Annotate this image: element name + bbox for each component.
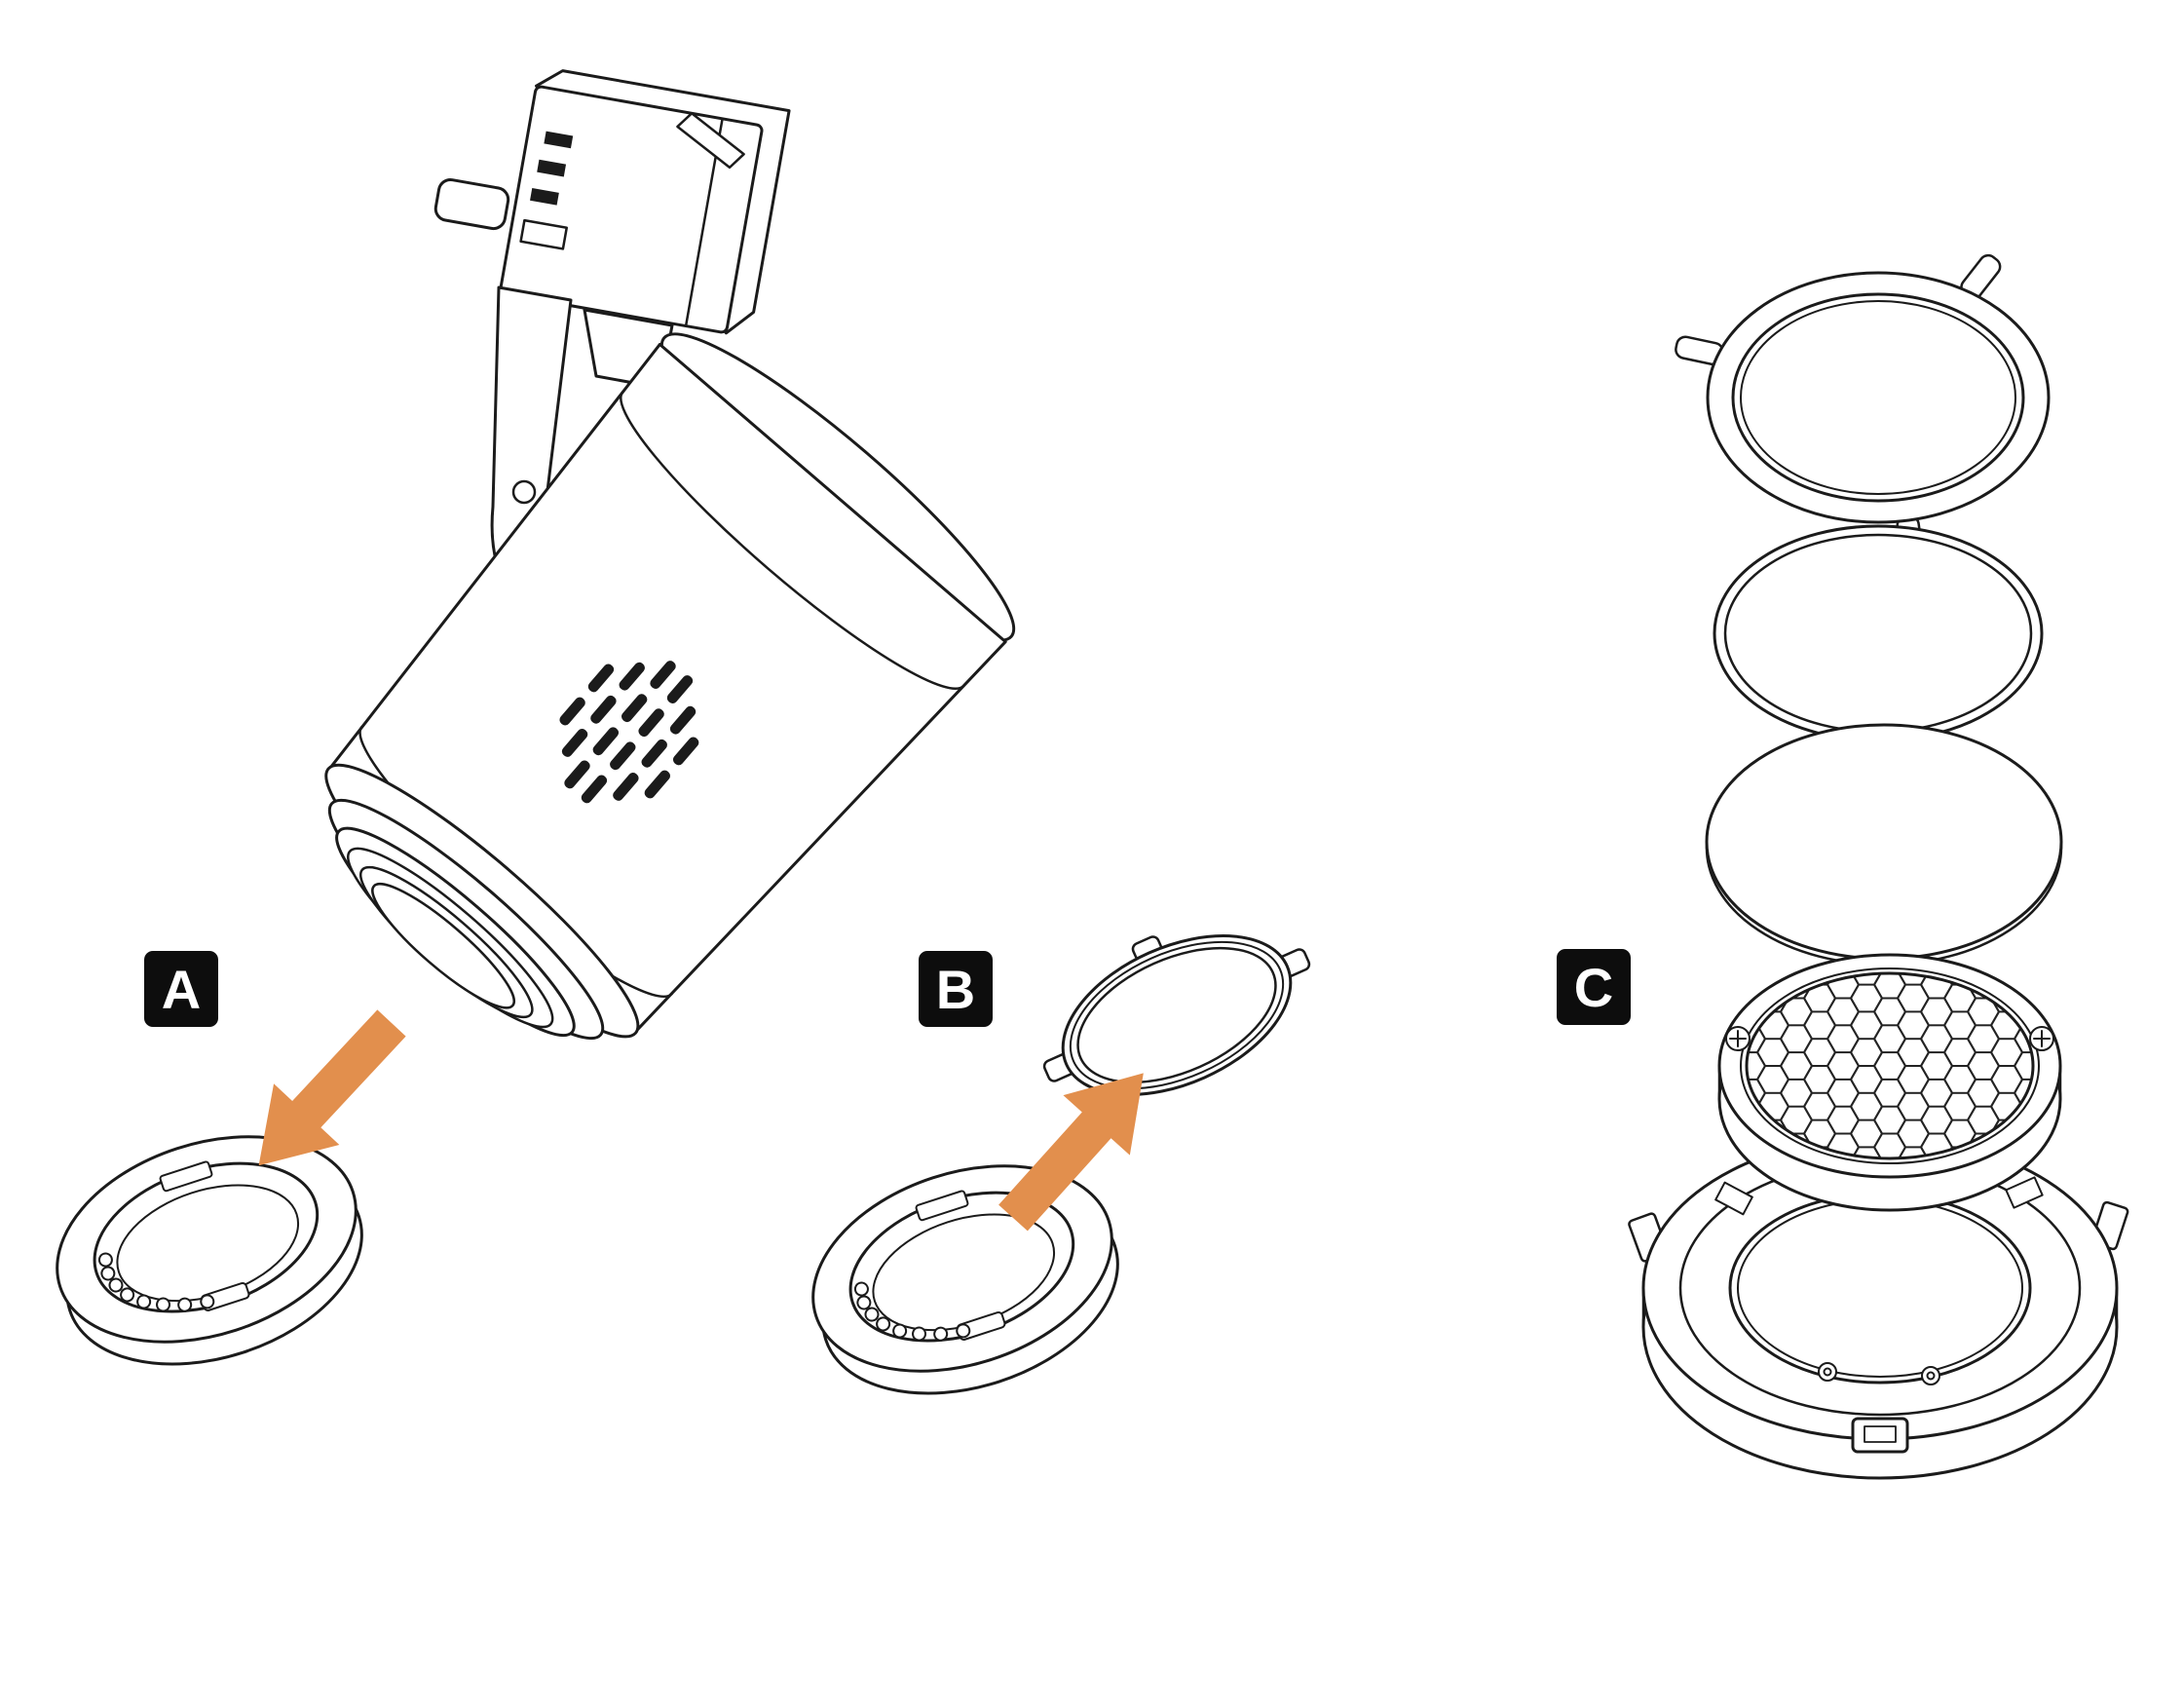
- track-light-fixture: [324, 69, 1016, 1041]
- step-c-figure: [1628, 253, 2129, 1480]
- retaining-ring: [1675, 253, 2051, 565]
- accessory-holder-ring: [1042, 934, 1311, 1096]
- vent-slots: [559, 661, 699, 804]
- lens-front: [324, 763, 640, 1041]
- track-adapter: [433, 69, 791, 335]
- front-bezel-ring-a: [28, 1099, 392, 1402]
- lamp-body: [324, 332, 1016, 1041]
- pivot-screw-icon: [511, 479, 537, 505]
- front-bezel-ring-b: [784, 1128, 1148, 1431]
- arrow-down-left-icon: [258, 1009, 406, 1166]
- step-a-label: A: [144, 951, 218, 1027]
- louver-screw-icon: [1725, 1026, 2054, 1051]
- adapter-contacts: [530, 131, 574, 206]
- step-a-letter: A: [161, 958, 202, 1020]
- arrow-up-right-icon: [998, 1073, 1144, 1232]
- honeycomb-louver: [1717, 953, 2062, 1212]
- step-a-figure: [28, 69, 1016, 1402]
- step-c-letter: C: [1573, 956, 1614, 1018]
- bezel-bottom-tab: [1851, 1417, 1909, 1454]
- step-c-label: C: [1557, 949, 1631, 1025]
- honeycomb-grid: [1745, 971, 2035, 1160]
- gasket-ring: [1713, 524, 2044, 742]
- step-b-label: B: [919, 951, 993, 1027]
- diffuser-disc: [1705, 723, 2063, 967]
- bezel-posts: [1818, 1362, 1940, 1385]
- step-b-letter: B: [935, 958, 976, 1020]
- bezel-housing: [1628, 1135, 2129, 1480]
- step-b-figure: [784, 934, 1311, 1431]
